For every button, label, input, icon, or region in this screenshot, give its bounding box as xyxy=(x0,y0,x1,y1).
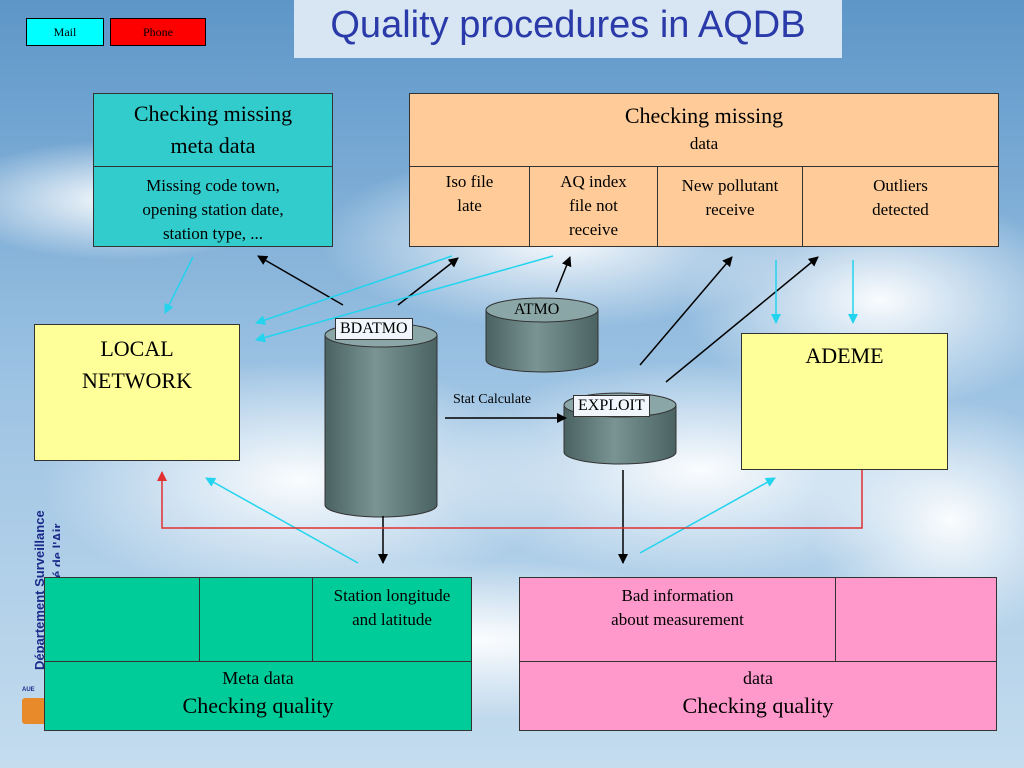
outliers-line1: Outliers xyxy=(873,176,928,195)
outliers-line2: detected xyxy=(872,200,929,219)
meta-check-body-line2: opening station date, xyxy=(142,200,284,219)
meta-check-body-line1: Missing code town, xyxy=(146,176,280,195)
agency-logo: AUE xyxy=(22,686,46,728)
data-check-subtitle: data xyxy=(689,134,719,153)
data-cell-aq-index: AQ index file not receive xyxy=(530,166,658,246)
side-department-text: Département Surveillance é de l'Air xyxy=(32,510,60,670)
meta-check-title-line2: meta data xyxy=(170,133,256,158)
data-cell-iso: Iso file late xyxy=(410,166,530,246)
station-longitude-line2: and latitude xyxy=(352,610,432,629)
data-quality-cell-1: Bad information about measurement xyxy=(520,578,836,661)
data-quality-box: Bad information about measurement data C… xyxy=(519,577,997,731)
ademe-box: ADEME xyxy=(741,333,948,470)
meta-quality-divider xyxy=(45,661,471,662)
meta-quality-cell-3: Station longitude and latitude xyxy=(312,584,472,632)
data-quality-label: data Checking quality xyxy=(520,666,996,722)
data-cell-outliers: Outliers detected xyxy=(803,166,998,246)
aq-line1: AQ index xyxy=(560,172,627,191)
data-quality-line2: Checking quality xyxy=(682,693,834,718)
meta-check-body: Missing code town, opening station date,… xyxy=(94,174,332,246)
data-check-box: Checking missing data Iso file late AQ i… xyxy=(409,93,999,247)
data-quality-divider xyxy=(520,661,996,662)
data-check-title: Checking missing xyxy=(624,103,784,128)
meta-quality-line1: Meta data xyxy=(222,668,294,688)
exploit-label: EXPLOIT xyxy=(573,395,650,417)
stat-calculate-label: Stat Calculate xyxy=(453,392,532,407)
meta-quality-cell-2 xyxy=(199,578,313,661)
side-text-line2: é de l'Air xyxy=(50,524,60,578)
pollutant-line2: receive xyxy=(705,200,755,219)
logo-mark xyxy=(22,698,46,724)
meta-quality-line2: Checking quality xyxy=(182,693,334,718)
iso-line2: late xyxy=(457,196,482,215)
title-band xyxy=(294,0,842,58)
aq-line3: receive xyxy=(568,220,619,239)
local-network-line2: NETWORK xyxy=(82,368,192,393)
data-quality-line1: data xyxy=(743,668,773,688)
meta-check-title-line1: Checking missing xyxy=(133,101,293,126)
local-network-box: LOCAL NETWORK xyxy=(34,324,240,461)
mail-button[interactable]: Mail xyxy=(26,18,104,46)
meta-check-title: Checking missing meta data xyxy=(94,94,332,162)
bdatmo-label: BDATMO xyxy=(335,318,413,340)
meta-quality-box: Station longitude and latitude Meta data… xyxy=(44,577,472,731)
meta-check-body-line3: station type, ... xyxy=(162,224,264,243)
bad-info-line2: about measurement xyxy=(611,610,744,629)
page-title: Quality procedures in AQDB xyxy=(330,4,806,46)
iso-line1: Iso file xyxy=(445,172,494,191)
pollutant-line1: New pollutant xyxy=(681,176,779,195)
bad-info-line1: Bad information xyxy=(621,586,734,605)
phone-button[interactable]: Phone xyxy=(110,18,206,46)
data-cell-new-pollutant: New pollutant receive xyxy=(658,166,803,246)
meta-quality-label: Meta data Checking quality xyxy=(45,666,471,722)
data-check-divider xyxy=(410,166,998,167)
aq-line2: file not xyxy=(569,196,618,215)
side-text-line1: Département Surveillance xyxy=(32,510,47,670)
local-network-line1: LOCAL xyxy=(100,336,174,361)
station-longitude-line1: Station longitude xyxy=(333,586,451,605)
atmo-label: ATMO xyxy=(514,301,560,318)
logo-text: AUE xyxy=(22,687,35,693)
meta-check-box: Checking missing meta data Missing code … xyxy=(93,93,333,247)
meta-check-divider xyxy=(94,166,332,167)
meta-quality-cell-1 xyxy=(45,578,200,661)
